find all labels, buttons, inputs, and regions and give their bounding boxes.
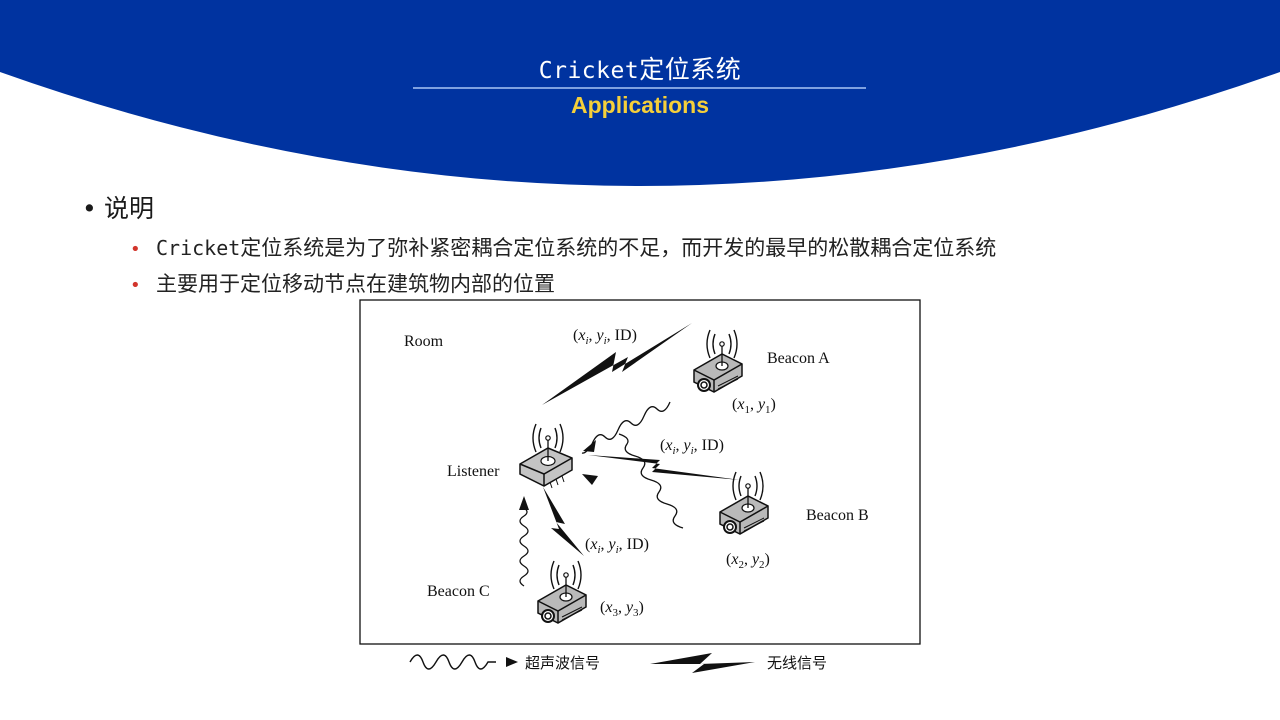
room-label: Room — [404, 333, 444, 350]
message-label-a: (xi, yi, ID) — [573, 327, 637, 347]
beacon-c-label: Beacon C — [427, 583, 490, 600]
ultrasonic-arrow-c — [519, 496, 529, 510]
legend-radio-label: 无线信号 — [767, 654, 827, 672]
sub-bullet-1-text: 定位系统是为了弥补紧密耦合定位系统的不足，而开发的最早的松散耦合定位系统 — [240, 236, 997, 260]
ultrasonic-signal-a — [581, 401, 671, 454]
beacon-c-coords: (x3, y3) — [600, 599, 644, 619]
beacon-a-label: Beacon A — [767, 350, 830, 367]
radio-signal-a — [542, 323, 692, 405]
ultrasonic-signal-c — [519, 507, 529, 587]
listener-label: Listener — [447, 463, 500, 480]
beacon-a-coords: (x1, y1) — [732, 396, 776, 416]
sub-bullet-1: • Cricket定位系统是为了弥补紧密耦合定位系统的不足，而开发的最早的松散耦合… — [130, 232, 996, 262]
legend-radio-icon — [650, 653, 755, 673]
title-cjk: 定位系统 — [639, 55, 742, 84]
ultrasonic-signal-b — [618, 433, 684, 529]
ultrasonic-arrow-b — [582, 474, 598, 485]
title-latin: Cricket — [538, 58, 640, 84]
slide-title: Cricket定位系统 — [0, 50, 1280, 86]
ultrasonic-arrow-a — [583, 440, 596, 452]
legend-ultrasonic-label: 超声波信号 — [525, 654, 600, 672]
header-background — [0, 0, 1280, 186]
slide-subtitle: Applications — [570, 92, 709, 118]
sub-bullet-1-latin: Cricket — [156, 236, 241, 260]
beacon-b-coords: (x2, y2) — [726, 551, 770, 571]
beacon-b-label: Beacon B — [806, 507, 869, 524]
message-label-c: (xi, yi, ID) — [585, 536, 649, 556]
red-bullet: • — [130, 275, 141, 296]
bullet-dot: • — [82, 194, 97, 223]
heading-text: 说明 — [104, 194, 155, 223]
red-bullet: • — [130, 239, 141, 260]
legend-ultrasonic-arrowhead — [506, 657, 518, 667]
radio-signal-c — [543, 487, 584, 556]
legend-ultrasonic-icon — [409, 654, 496, 670]
sub-bullet-2-text: 主要用于定位移动节点在建筑物内部的位置 — [156, 272, 555, 296]
section-heading: •说明 — [82, 189, 154, 225]
message-label-b: (xi, yi, ID) — [660, 437, 724, 457]
sub-bullet-2: • 主要用于定位移动节点在建筑物内部的位置 — [130, 268, 555, 298]
title-divider — [413, 87, 866, 89]
